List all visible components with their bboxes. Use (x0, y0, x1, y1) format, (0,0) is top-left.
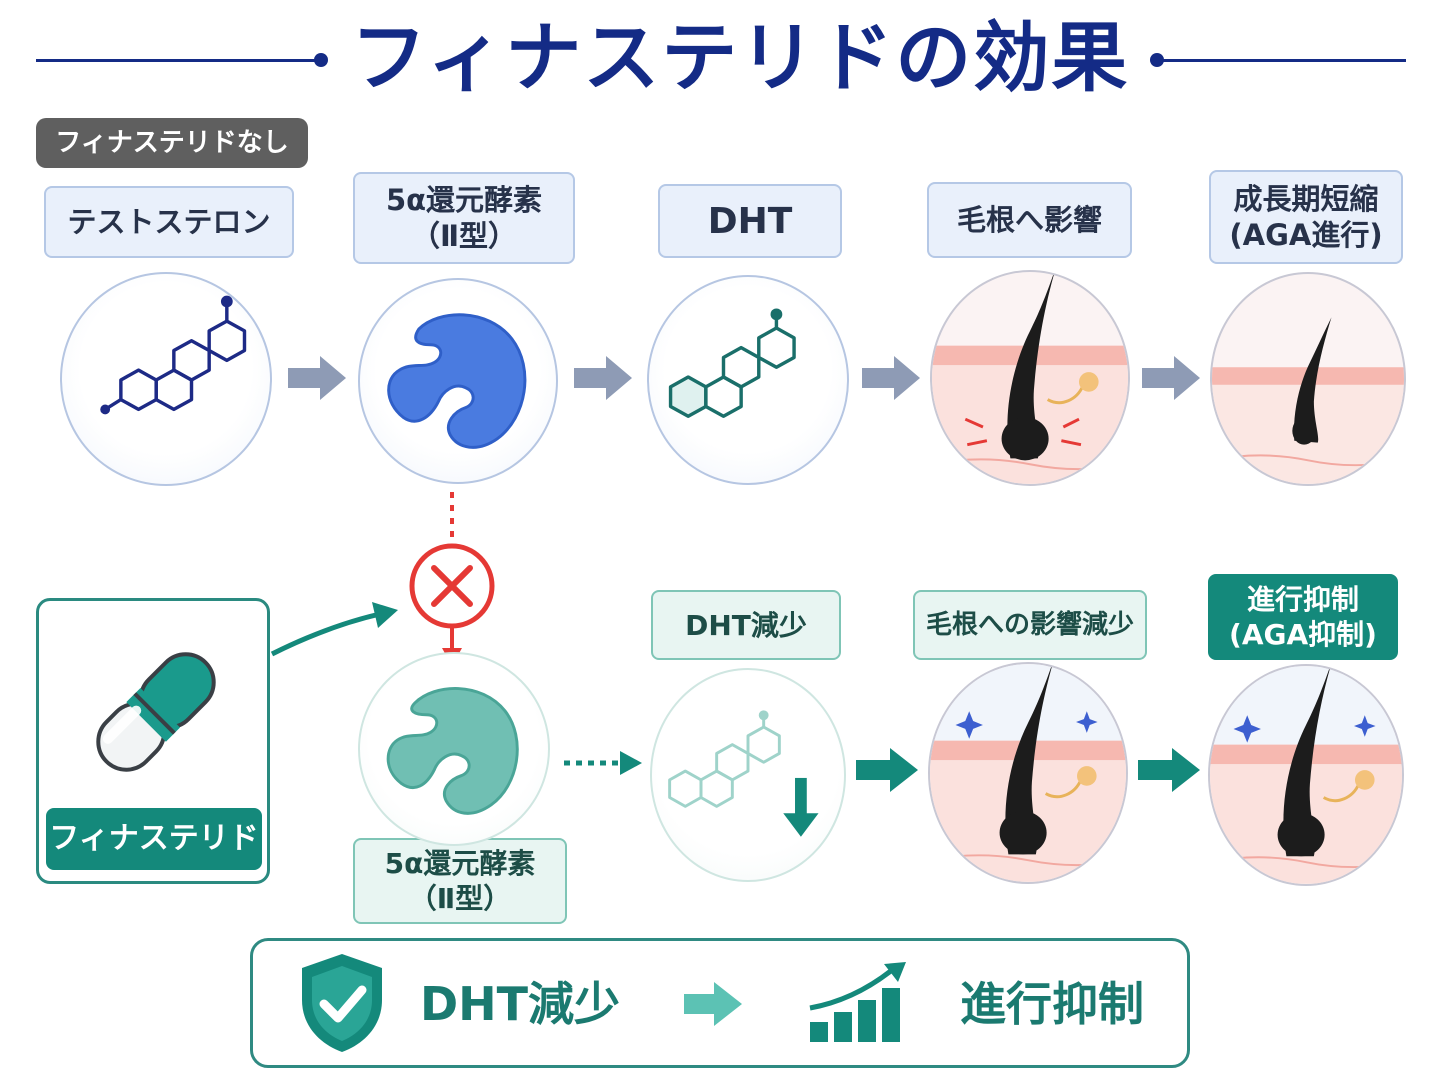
reduced-dht-molecule-icon (668, 710, 819, 837)
label-growth-shortening-line1: 成長期短縮 (1233, 181, 1379, 216)
arrow-icon-top-2 (574, 356, 632, 400)
summary-dht-decrease: DHT減少 (420, 977, 621, 1031)
label-5a-reductase-top: 5α還元酵素 （Ⅱ型） (353, 172, 575, 264)
title-line-right (1158, 59, 1406, 62)
capsule-icon (96, 652, 216, 772)
label-dht-decrease: DHT減少 (651, 590, 841, 660)
enzyme-icon (387, 313, 527, 449)
block-x-icon (409, 492, 495, 666)
page-title: フィナステリドの効果 (350, 13, 1130, 102)
label-5a-reductase-bottom-line2: （Ⅱ型） (408, 882, 512, 915)
title-dot-left (314, 53, 328, 67)
finasteride-label: フィナステリド (46, 808, 262, 870)
hair-root-circle-top (930, 270, 1130, 486)
enzyme-circle-bottom (358, 652, 550, 846)
label-growth-shortening: 成長期短縮 (AGA進行) (1209, 170, 1403, 264)
title-line-left (36, 59, 320, 62)
label-progress-suppression-line1: 進行抑制 (1246, 583, 1359, 616)
label-root-effect: 毛根へ影響 (927, 182, 1132, 258)
label-root-effect-decrease: 毛根への影響減少 (913, 590, 1147, 660)
arrow-icon-bottom-2 (1138, 748, 1200, 792)
label-5a-reductase-bottom: 5α還元酵素 （Ⅱ型） (353, 838, 567, 924)
healthy-hair-follicle-icon (930, 664, 1126, 882)
dht-molecule-icon (668, 308, 796, 418)
label-root-effect-decrease-text: 毛根への影響減少 (925, 609, 1134, 640)
dht-circle-top (647, 275, 849, 485)
label-progress-suppression-line2: (AGA抑制) (1229, 618, 1377, 651)
growth-chart-icon (809, 962, 906, 1042)
drug-action-arrow-icon (270, 602, 398, 657)
label-root-effect-text: 毛根へ影響 (956, 202, 1102, 237)
label-dht-top: DHT (658, 184, 842, 258)
hair-shortened-circle (1210, 272, 1406, 486)
arrow-icon-bottom-1 (856, 748, 918, 792)
summary-progress-suppression: 進行抑制 (960, 977, 1144, 1031)
label-dht-decrease-text: DHT減少 (685, 608, 807, 642)
dotted-arrow-icon (564, 751, 642, 775)
title-dot-right (1150, 53, 1164, 67)
healthy-hair-icon (1210, 666, 1402, 884)
testosterone-circle (60, 272, 272, 486)
shortened-hair-icon (1212, 317, 1404, 484)
hair-root-circle-bottom (928, 662, 1128, 884)
hair-suppressed-circle (1208, 664, 1404, 886)
summary-arrow-icon (684, 982, 742, 1026)
hair-follicle-icon (932, 272, 1128, 484)
label-5a-reductase-top-line2: （Ⅱ型） (410, 219, 518, 253)
arrow-icon-top-1 (288, 356, 346, 400)
label-5a-reductase-top-line1: 5α還元酵素 (385, 182, 543, 217)
label-progress-suppression: 進行抑制 (AGA抑制) (1208, 574, 1398, 660)
label-growth-shortening-line2: (AGA進行) (1229, 218, 1383, 252)
arrow-icon-top-3 (862, 356, 920, 400)
label-dht-top-text: DHT (707, 200, 793, 242)
enzyme-circle-top (358, 278, 558, 484)
label-testosterone-text: テストステロン (67, 204, 271, 239)
inhibited-enzyme-icon (386, 687, 519, 815)
shield-check-icon (302, 954, 382, 1052)
label-testosterone: テストステロン (44, 186, 294, 258)
without-finasteride-tag: フィナステリドなし (36, 118, 308, 168)
steroid-molecule-icon (100, 295, 247, 415)
label-5a-reductase-bottom-line1: 5α還元酵素 (384, 847, 536, 880)
arrow-icon-top-4 (1142, 356, 1200, 400)
dht-circle-bottom (650, 668, 846, 882)
